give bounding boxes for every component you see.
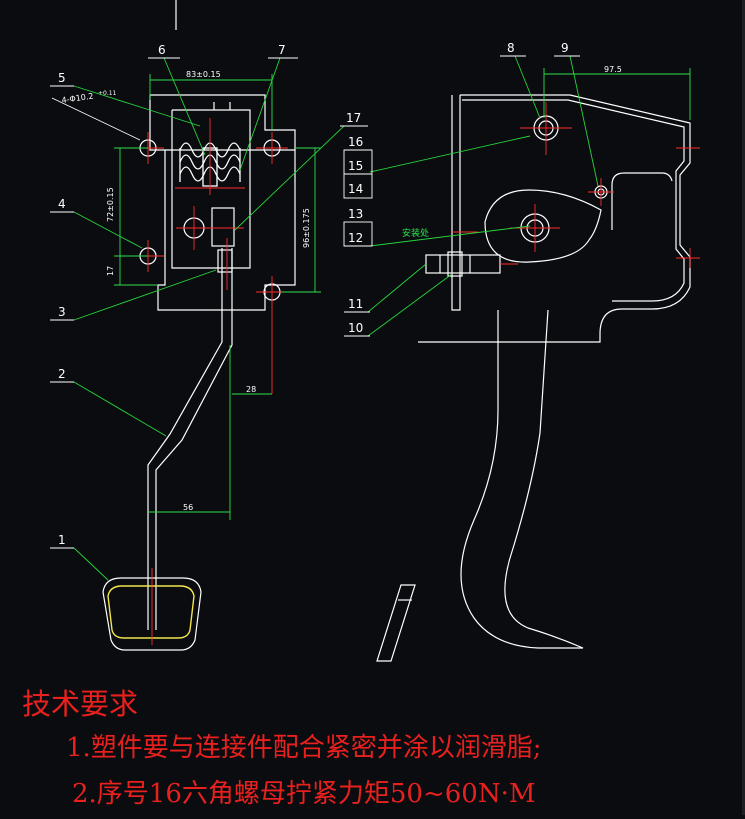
dim-right-vertical: 96±0.175 bbox=[302, 208, 311, 248]
dim-top-width: 83±0.15 bbox=[186, 70, 221, 79]
dim-offset-56: 56 bbox=[183, 503, 193, 512]
dim-hole-tol: +0.11 bbox=[98, 90, 117, 97]
viewport-scrollbar[interactable] bbox=[742, 0, 745, 815]
balloon-10: 10 bbox=[348, 321, 363, 335]
balloon-3: 3 bbox=[58, 305, 66, 319]
dim-left-vertical: 72±0.15 bbox=[106, 187, 115, 222]
balloon-2: 2 bbox=[58, 367, 66, 381]
leader-lines bbox=[73, 55, 599, 581]
balloon-15: 15 bbox=[348, 159, 363, 173]
balloon-1: 1 bbox=[58, 533, 66, 547]
balloon-9: 9 bbox=[561, 41, 569, 55]
balloon-11: 11 bbox=[348, 297, 363, 311]
balloon-8: 8 bbox=[507, 41, 515, 55]
technical-requirement-2: 2.序号16六角螺母拧紧力矩50~60N·M bbox=[72, 779, 536, 809]
dim-side-width: 97.5 bbox=[604, 65, 622, 74]
side-centerlines bbox=[452, 102, 700, 268]
dim-hole-spec: 4-Φ10.2 bbox=[61, 92, 94, 105]
pedal-pad-highlight bbox=[107, 585, 195, 639]
balloon-12: 12 bbox=[348, 231, 363, 245]
front-dimensions bbox=[114, 74, 321, 520]
balloon-4: 4 bbox=[58, 197, 66, 211]
install-point-label: 安装处 bbox=[402, 227, 429, 239]
balloon-14: 14 bbox=[348, 182, 363, 196]
technical-requirements-title: 技术要求 bbox=[22, 687, 139, 721]
side-dimensions bbox=[543, 68, 691, 120]
balloon-6: 6 bbox=[158, 43, 166, 57]
balloon-underlines bbox=[50, 55, 580, 549]
balloon-7: 7 bbox=[278, 43, 286, 57]
dim-left-small: 17 bbox=[106, 266, 115, 276]
balloon-labels: 1 2 3 4 5 6 7 17 16 15 14 13 12 11 10 8 … bbox=[58, 41, 569, 547]
balloon-16: 16 bbox=[348, 135, 363, 149]
balloon-17: 17 bbox=[346, 111, 361, 125]
dim-offset-28: 28 bbox=[246, 385, 256, 394]
balloon-13: 13 bbox=[348, 207, 363, 221]
technical-requirement-1: 1.塑件要与连接件配合紧密并涂以润滑脂; bbox=[66, 733, 542, 763]
front-dimension-text: 83±0.15 4-Φ10.2 +0.11 72±0.15 17 96±0.17… bbox=[61, 70, 311, 512]
balloon-5: 5 bbox=[58, 71, 66, 85]
side-view bbox=[376, 94, 691, 662]
